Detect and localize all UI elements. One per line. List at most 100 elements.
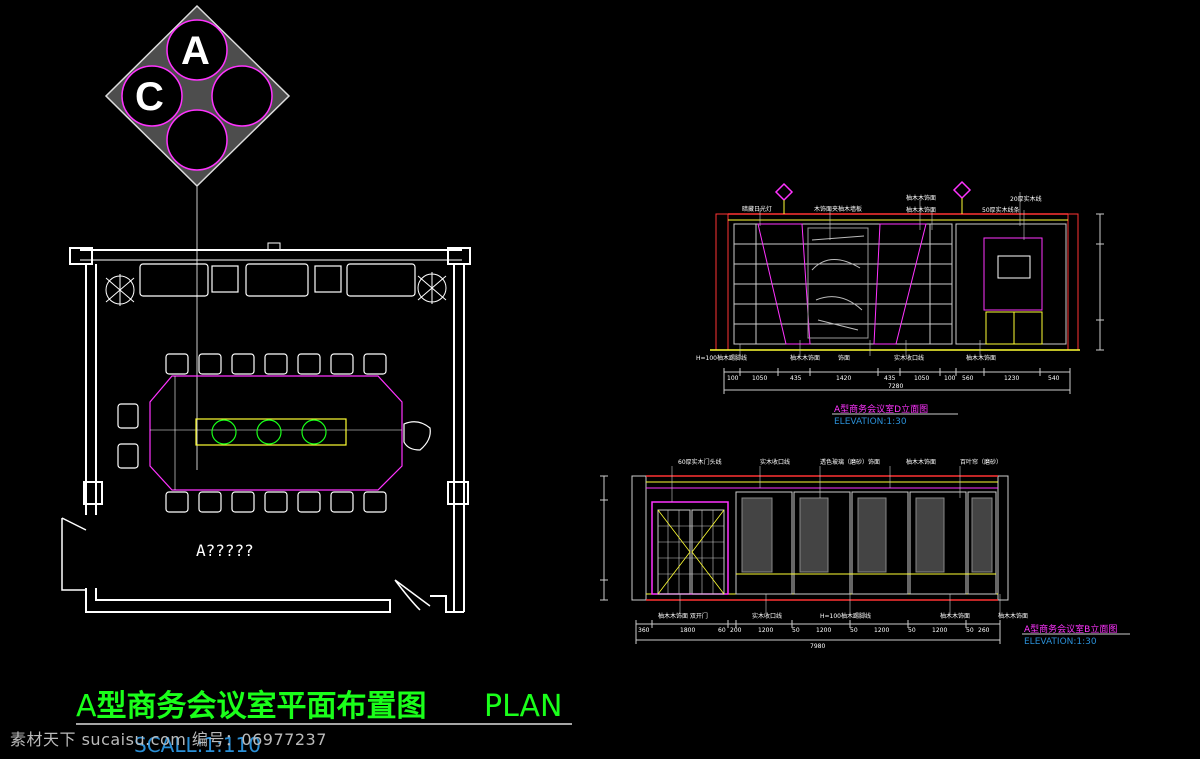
watermark-text: 素材天下 sucaisu.com 编号：06977237	[10, 730, 327, 749]
elev-d-dim: 1230	[1004, 375, 1019, 382]
elev-d-dim: 1050	[914, 375, 929, 382]
elev-b-dim: 360	[638, 627, 650, 634]
elev-b-dim: 60	[718, 627, 726, 634]
elev-d-art-sketch	[811, 235, 865, 331]
chairs-bottom-row	[165, 491, 387, 513]
chairs-top-row	[165, 353, 387, 375]
elev-d-bottom-label: H=100柚木踢脚线	[696, 354, 747, 362]
table-plants	[211, 419, 327, 445]
elev-d-top-label: 柚木木饰面	[906, 206, 936, 214]
elev-d-dim: 560	[962, 375, 974, 382]
marker-circle-bottom	[166, 109, 228, 171]
elev-b-leaders	[671, 466, 1001, 614]
elev-d-bottom-label: 饰面	[838, 354, 850, 362]
marker-letter-a: A	[181, 29, 210, 73]
elev-b-vertical-ticks	[600, 475, 608, 601]
column-tl	[69, 247, 93, 265]
plant-right	[417, 272, 447, 304]
wall-bottom	[85, 588, 391, 613]
elev-d-tv-frame	[983, 237, 1043, 311]
sofa-3	[346, 263, 416, 297]
elev-b-dim: 50	[966, 627, 974, 634]
elev-d-left-wall	[715, 213, 729, 351]
elevation-b	[600, 466, 1130, 644]
table-plant-3	[301, 419, 327, 445]
elev-b-dim: 1200	[932, 627, 947, 634]
elev-b-right-wall	[997, 475, 1009, 601]
elev-b-left-wall	[631, 475, 647, 601]
elev-d-dim: 100	[727, 375, 739, 382]
elev-d-tv	[997, 255, 1031, 279]
drawing-title-cn: A型商务会议室平面布置图	[76, 689, 427, 724]
elev-d-top-label: 20厚实木线	[1010, 195, 1042, 203]
door-left	[61, 517, 87, 591]
elev-b-top-label: 60厚实木门头线	[678, 458, 722, 466]
table-plant-1	[211, 419, 237, 445]
elev-d-bottom-label: 柚木木饰面	[966, 354, 996, 362]
elev-b-dim: 50	[850, 627, 858, 634]
elev-b-door-leaf-right	[691, 509, 725, 595]
sofa-group	[139, 263, 416, 297]
elev-d-dim: 540	[1048, 375, 1060, 382]
marker-circle-top	[166, 19, 228, 81]
elev-d-art-panel	[807, 227, 869, 339]
column-bl	[83, 481, 103, 505]
elev-b-total-dim: 7980	[810, 643, 825, 650]
elev-d-dim: 100	[944, 375, 956, 382]
elev-d-vertical-ticks	[1096, 213, 1104, 351]
elev-b-bottom-label: 柚木木饰面	[998, 612, 1028, 620]
table-center-strip	[195, 418, 347, 446]
drawing-title-en: PLAN	[484, 689, 562, 724]
elev-b-top-label: 透色玻璃（磨砂）饰面	[820, 458, 880, 466]
elev-d-section-marker-2	[952, 180, 972, 200]
sofa-2	[245, 263, 309, 297]
elev-b-door-leaf-left	[657, 509, 691, 595]
elev-d-section-marker-1	[774, 182, 794, 202]
elev-b-wall-panels	[735, 491, 997, 595]
wall-bottom-right	[430, 595, 464, 613]
elev-d-right-wall	[1067, 213, 1079, 351]
elev-b-top-label: 柚木木饰面	[906, 458, 936, 466]
plant-left	[105, 274, 135, 306]
elev-b-bottom-label: 柚木木饰面 双开门	[658, 612, 708, 620]
elev-b-bottom-label: 柚木木饰面	[940, 612, 970, 620]
elev-b-labels: 60厚实木门头线 实木收口线 透色玻璃（磨砂）饰面 柚木木饰面 百叶帘（磨砂） …	[638, 458, 1117, 650]
elev-d-leaders	[739, 192, 1025, 356]
elev-b-dim: 50	[908, 627, 916, 634]
side-table-1	[211, 265, 239, 293]
drawing-title-cn-text: 型商务会议室平面布置图	[97, 689, 427, 724]
elev-b-scale: ELEVATION:1:30	[1024, 637, 1097, 647]
elev-b-dim: 1800	[680, 627, 695, 634]
elev-d-title: A型商务会议室D立面图	[834, 403, 928, 415]
elevation-marker: A C	[104, 4, 291, 470]
elev-b-title: A型商务会议室B立面图	[1024, 623, 1117, 635]
elev-d-labels: 暗藏日光灯 木饰面夹柚木墙板 柚木木饰面 柚木木饰面 20厚实木线 50厚实木线…	[696, 194, 1060, 427]
elevation-d	[710, 180, 1104, 415]
elev-d-tv-wall	[955, 223, 1067, 345]
elev-d-dim-ticks	[723, 368, 1071, 394]
chairs-side	[117, 403, 431, 469]
elev-b-dim: 1200	[816, 627, 831, 634]
elev-b-dim: 200	[730, 627, 742, 634]
table-plant-2	[256, 419, 282, 445]
elev-b-dim: 1200	[874, 627, 889, 634]
room-label: A?????	[196, 541, 254, 560]
elev-b-dim-ticks	[635, 620, 1001, 644]
elev-d-scale: ELEVATION:1:30	[834, 417, 907, 427]
elev-b-dim: 1200	[758, 627, 773, 634]
elev-b-top-label: 实木收口线	[760, 458, 790, 466]
elev-d-panel-grid	[733, 223, 953, 345]
elev-d-bottom-label: 柚木木饰面	[790, 354, 820, 362]
elev-d-top-label: 木饰面夹柚木墙板	[814, 205, 862, 213]
elev-d-top-label: 暗藏日光灯	[742, 205, 772, 213]
sofa-1	[139, 263, 209, 297]
elev-d-bottom-label: 实木收口线	[894, 354, 924, 362]
elev-d-dim: 435	[884, 375, 896, 382]
marker-circle-left	[121, 65, 183, 127]
drawing-scale: SCALL:1:110	[134, 733, 261, 757]
marker-circle-right	[211, 65, 273, 127]
column-tr	[447, 247, 471, 265]
elev-b-frosted-glass	[741, 497, 993, 573]
conference-table	[149, 375, 403, 491]
